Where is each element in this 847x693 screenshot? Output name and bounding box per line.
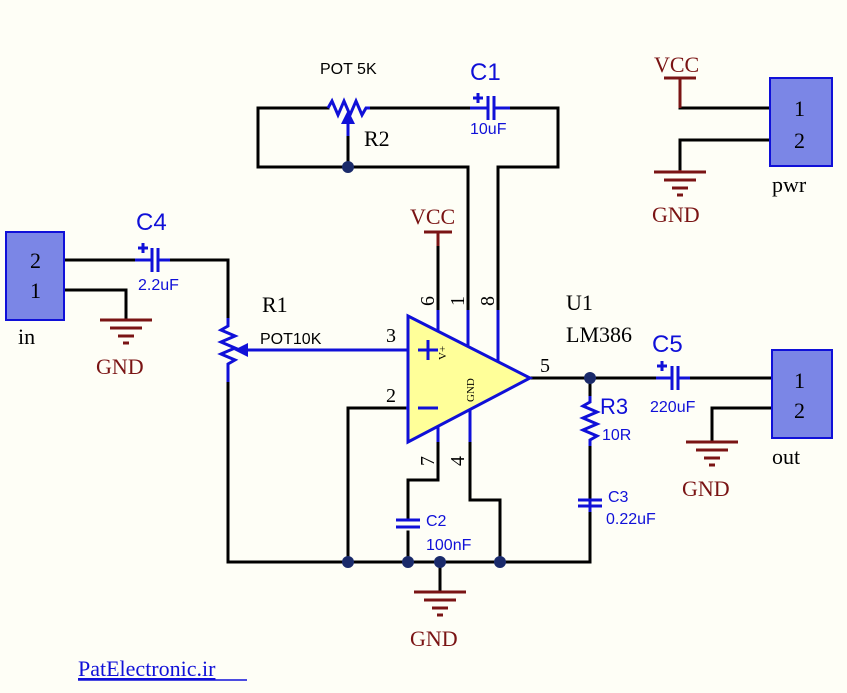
connector-out[interactable] [771,349,833,439]
label-pwr: pwr [772,172,807,197]
c5-capacitor [656,366,690,390]
text-labels: POT 5K C1 10uF R2 VCC VCC pwr GND C4 2.2… [18,52,807,651]
label-gnd-bottom: GND [410,626,458,651]
connector-in[interactable] [5,231,65,321]
label-u1: U1 [566,290,593,315]
pin-1: 1 [447,296,469,306]
junctions [342,161,596,568]
components [135,93,690,529]
pin-6: 6 [417,296,439,306]
pin-3: 3 [386,325,396,347]
pin-7: 7 [417,456,439,466]
junction-dot [584,372,596,384]
junction-dot [402,556,414,568]
junction-dot [434,556,446,568]
in-pin-b: 1 [30,278,41,303]
label-r2: R2 [364,126,390,151]
junction-dot [342,161,354,173]
label-vcc-pwr: VCC [654,52,699,77]
pin-vplus: V+ [437,346,449,360]
pin-numbers: 3 2 5 6 1 8 7 4 V+ GND [386,296,550,466]
power-symbols [100,76,738,617]
u1-opamp[interactable] [406,310,534,445]
pin-2: 2 [386,385,396,407]
label-c1: C1 [470,59,501,86]
label-r1-value: POT10K [260,331,322,348]
c1-plus [473,93,483,103]
label-c3-value: 0.22uF [606,511,656,528]
c5-plus [657,361,667,371]
pin-8: 8 [477,296,499,306]
label-c4: C4 [136,209,167,236]
connector-pin-numbers: 2 1 1 2 1 2 [30,96,805,423]
noninv-plus-sign [418,340,438,360]
r1-wiper-arrow [234,343,248,357]
label-c5: C5 [652,331,683,358]
label-c4-value: 2.2uF [138,277,179,294]
label-c1-value: 10uF [470,121,507,138]
c4-capacitor [135,248,170,272]
pwr-pin-a: 1 [794,96,805,121]
footer-link[interactable]: PatElectronic.ir [78,656,216,681]
label-out: out [772,444,800,469]
label-gnd-out: GND [682,476,730,501]
label-r3-value: 10R [602,427,631,444]
r2-wiper-arrow [341,110,355,124]
r1-resistor [217,318,239,382]
label-in: in [18,324,35,349]
label-c3: C3 [608,489,629,506]
pin-4: 4 [447,456,469,466]
c4-plus [138,243,148,253]
c2-capacitor [396,518,420,529]
label-r3: R3 [600,394,628,419]
label-c2: C2 [426,513,447,530]
out-pin-a: 1 [794,368,805,393]
out-pin-b: 2 [794,398,805,423]
junction-dot [494,556,506,568]
label-vcc-u1: VCC [410,204,455,229]
r3-resistor [579,396,601,446]
pin-gnd-label: GND [465,378,477,402]
label-c5-value: 220uF [650,399,696,416]
label-gnd-in: GND [96,354,144,379]
pwr-pin-b: 2 [794,128,805,153]
label-r1: R1 [262,292,288,317]
label-u1-value: LM386 [566,322,632,347]
connector-pwr[interactable] [769,77,833,167]
label-gnd-pwr: GND [652,202,700,227]
c1-capacitor [470,96,510,120]
label-c2-value: 100nF [426,537,472,554]
in-pin-a: 2 [30,248,41,273]
junction-dot [342,556,354,568]
pin-5: 5 [540,355,550,377]
c3-capacitor [578,498,602,512]
label-pot5k: POT 5K [320,61,377,78]
